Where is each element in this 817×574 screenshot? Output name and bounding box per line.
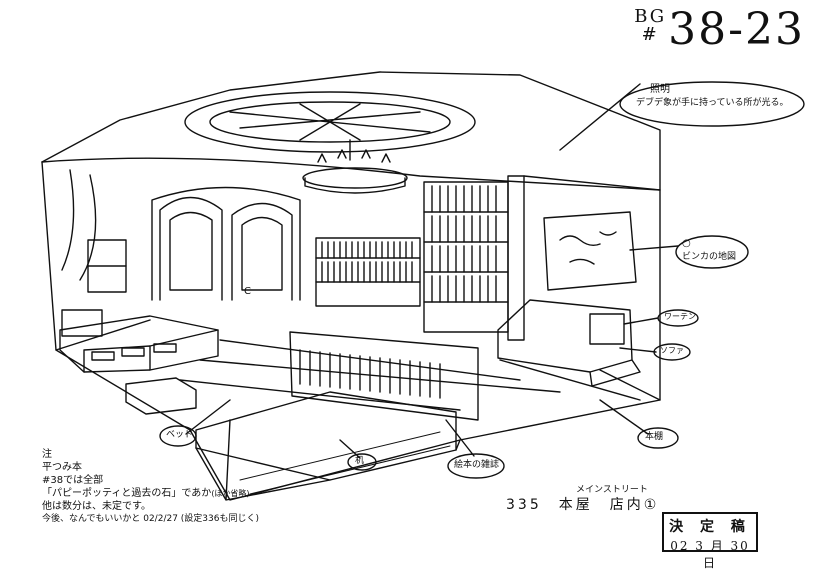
notes-marker: 注	[42, 449, 52, 460]
bg-number-label: BG#38-23	[634, 8, 805, 52]
map-callout-note: ビンカの地図	[682, 252, 737, 262]
floor-outline	[55, 349, 661, 501]
wall-map	[543, 211, 637, 291]
ceiling-dome	[184, 91, 476, 153]
bg-prefix-bottom: #	[641, 24, 659, 45]
stool-drawing	[125, 377, 197, 415]
callout-leader-bookshelf	[599, 399, 649, 435]
notes-line-2: #38では全部	[42, 475, 104, 486]
picture-books-callout: 絵本の雑誌	[454, 460, 500, 470]
arch-door-left	[159, 196, 223, 301]
bookshelf-callout: 本棚	[645, 432, 664, 442]
bed-callout-bubble	[159, 425, 197, 447]
counter-drawing	[59, 309, 219, 373]
scene-id: 335 本屋 店内①	[506, 497, 660, 513]
ceiling-outline	[41, 71, 661, 191]
central-bookshelf	[289, 331, 479, 421]
callout-leader-bed	[185, 399, 231, 435]
lighting-callout-bubble	[619, 81, 805, 127]
callout-leader-map	[629, 245, 679, 251]
notes-line-1: 平つみ本	[42, 462, 82, 473]
map-callout-mark: ○	[682, 238, 691, 249]
sofa-drawing	[497, 299, 641, 387]
notes-line-5: 今後、なんでもいいかと 02/2/27 (設定336も同じく)	[42, 514, 259, 524]
sofa-callout-bubble	[653, 343, 691, 361]
callout-leader-picture-books	[445, 419, 475, 457]
display-table	[195, 391, 461, 501]
notes-block: 注 平つみ本 #38では全部 「パピーポッティと過去の石」であか(ほか省略) 他…	[42, 448, 259, 526]
desk-callout: 机	[355, 456, 365, 466]
chandelier	[302, 139, 408, 194]
scene-subtitle: メインストリート	[576, 485, 648, 495]
sofa-tv-callout: ワーテン	[664, 312, 696, 321]
arch-door-right	[231, 202, 293, 301]
lighting-callout-title: 照明	[650, 84, 670, 95]
notes-line-3: 「パピーポッティと過去の石」であか	[42, 488, 212, 499]
stamp-date: 02 3 月 30 日	[670, 539, 750, 570]
bookshelf-callout-bubble	[637, 427, 679, 449]
notes-line-4: 他は数分は、未定です。	[42, 501, 151, 512]
bg-number: 38-23	[668, 4, 805, 55]
left-wall	[41, 161, 151, 351]
curtain	[61, 169, 97, 281]
lamp-label: C	[244, 286, 251, 297]
bg-prefix-top: BG	[634, 6, 667, 27]
stamp-title: 決 定 稿	[669, 519, 751, 535]
back-bookshelf	[315, 237, 421, 307]
callout-leader-sofa-tv	[623, 317, 659, 325]
final-draft-stamp: 決 定 稿 02 3 月 30 日	[662, 512, 758, 570]
bed-callout: ベッド	[166, 430, 194, 440]
callout-leader-sofa	[619, 347, 657, 353]
picture-books-callout-bubble	[447, 453, 505, 479]
desk-callout-bubble	[347, 453, 377, 471]
sofa-callout: ソファ	[660, 346, 684, 355]
sofa-tv-callout-bubble	[657, 309, 699, 327]
lighting-callout-note: デブデ象が手に持っている所が光る。	[636, 98, 789, 108]
notes-line-3-sub: (ほか省略)	[211, 489, 250, 498]
map-callout-bubble	[675, 235, 749, 269]
tall-bookshelf	[423, 175, 525, 341]
